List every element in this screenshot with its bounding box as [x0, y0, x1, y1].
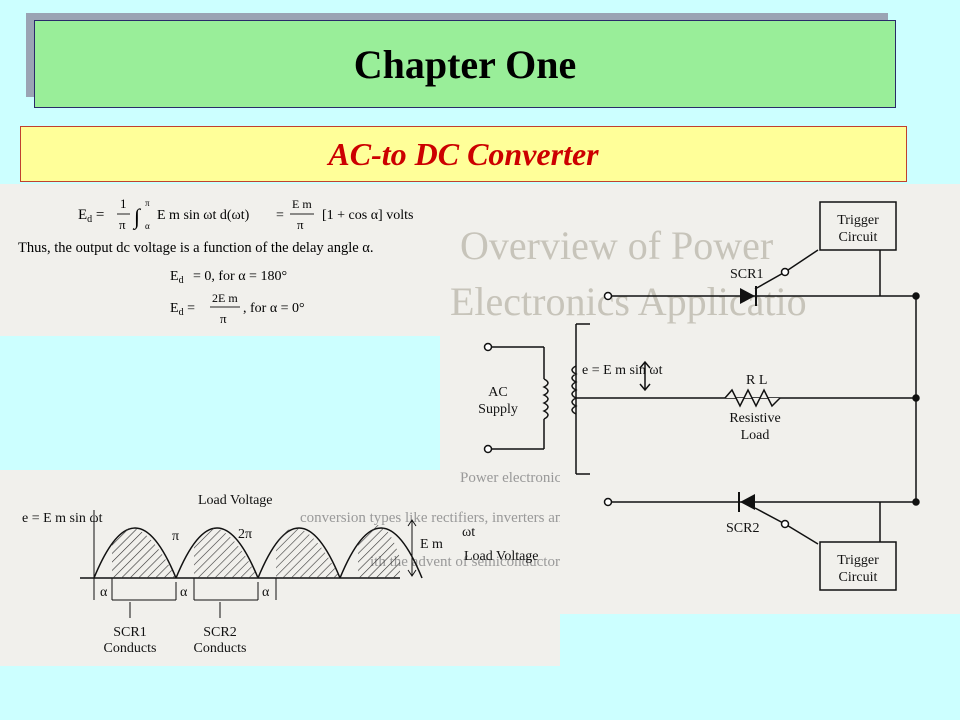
load-line1: Resistive: [729, 411, 780, 426]
equation-figure: Ed = 1 π ∫ π α E m sin ωt d(ωt) = E m π …: [18, 196, 413, 326]
scr1-conducts-line1: SCR1: [113, 625, 146, 640]
trigger-box-top: [819, 201, 897, 251]
supply-line1: AC: [488, 385, 507, 400]
two-pi-label: 2π: [238, 527, 252, 542]
ghost-heading-1: Overview of Power: [460, 223, 774, 268]
subtitle-banner: AC-to DC Converter: [20, 126, 907, 182]
hatched-region: [358, 525, 400, 578]
slide-title: Chapter One: [353, 41, 577, 87]
scr1-symbol: [740, 288, 755, 304]
scr2-label: SCR2: [726, 521, 759, 536]
ghost-line: Power electronics deals with the use of …: [460, 470, 560, 486]
pi-label: π: [172, 529, 179, 544]
circuit-diagram: Trigger Circuit Trigger Circuit SCR1 SCR…: [478, 201, 920, 591]
source-eq: e = E m sin ωt: [582, 363, 663, 378]
alpha-label: α: [262, 585, 270, 600]
eq3-num: 2E m: [212, 291, 238, 305]
load-voltage-right: Load Voltage: [464, 549, 539, 564]
eq1-frac2-num: E m: [292, 197, 312, 211]
eq2: = 0, for α = 180°: [193, 269, 287, 284]
wt-label: ωt: [462, 525, 475, 540]
scr1-conducts-line2: Conducts: [104, 641, 157, 656]
scr1-label: SCR1: [730, 267, 763, 282]
waveform-figure: e = E m sin ωt Load Voltage π 2π E m ωt …: [22, 493, 539, 656]
hatched-region: [112, 528, 176, 578]
load-line2: Load: [741, 428, 770, 443]
integral-sign: ∫: [132, 204, 142, 230]
trigger-bottom-line2: Circuit: [839, 570, 878, 585]
eq2-lhs: Ed: [170, 269, 184, 286]
trigger-top-line2: Circuit: [839, 230, 878, 245]
eq1-lhs: Ed =: [78, 207, 104, 225]
hatched-region: [276, 528, 340, 578]
supply-line2: Supply: [478, 402, 518, 417]
slide-subtitle: AC-to DC Converter: [328, 135, 599, 172]
waveform-scan: Power electronics deals with the use of …: [0, 470, 560, 666]
eq1-integrand: E m sin ωt d(ωt): [157, 208, 250, 223]
ghost-line: conversion types like rectifiers, invert…: [300, 510, 560, 526]
sentence: Thus, the output dc voltage is a functio…: [18, 240, 374, 256]
scr2-conducts-line2: Conducts: [194, 641, 247, 656]
integral-upper: π: [145, 198, 150, 208]
resistor-label: R L: [746, 373, 767, 388]
eq3-den: π: [220, 311, 227, 326]
eq1-equals: =: [276, 208, 284, 223]
scr2-conducts-line1: SCR2: [203, 625, 236, 640]
load-voltage-top: Load Voltage: [198, 493, 273, 508]
eq1-frac1-den: π: [119, 217, 126, 232]
eq3-lhs: Ed =: [170, 301, 195, 318]
eq1-frac1-num: 1: [120, 196, 127, 211]
trigger-top-line1: Trigger: [837, 213, 879, 228]
trigger-box-bottom: [819, 541, 897, 591]
eq1-rest: [1 + cos α] volts: [322, 208, 413, 223]
alpha-label: α: [100, 585, 108, 600]
circuit-scan: Overview of Power Electronics Applicatio: [440, 184, 960, 614]
equation-scan: Ed = 1 π ∫ π α E m sin ωt d(ωt) = E m π …: [0, 184, 450, 336]
title-banner: Chapter One: [34, 20, 896, 108]
eq3-rest: , for α = 0°: [243, 301, 305, 316]
em-label: E m: [420, 537, 443, 552]
trigger-bottom-line1: Trigger: [837, 553, 879, 568]
eq1-frac2-den: π: [297, 217, 304, 232]
alpha-label: α: [180, 585, 188, 600]
ghost-heading-2: Electronics Applicatio: [450, 279, 807, 324]
wave-eq: e = E m sin ωt: [22, 511, 103, 526]
integral-lower: α: [145, 221, 150, 231]
scr2-symbol: [740, 494, 755, 510]
hatched-region: [194, 528, 258, 578]
